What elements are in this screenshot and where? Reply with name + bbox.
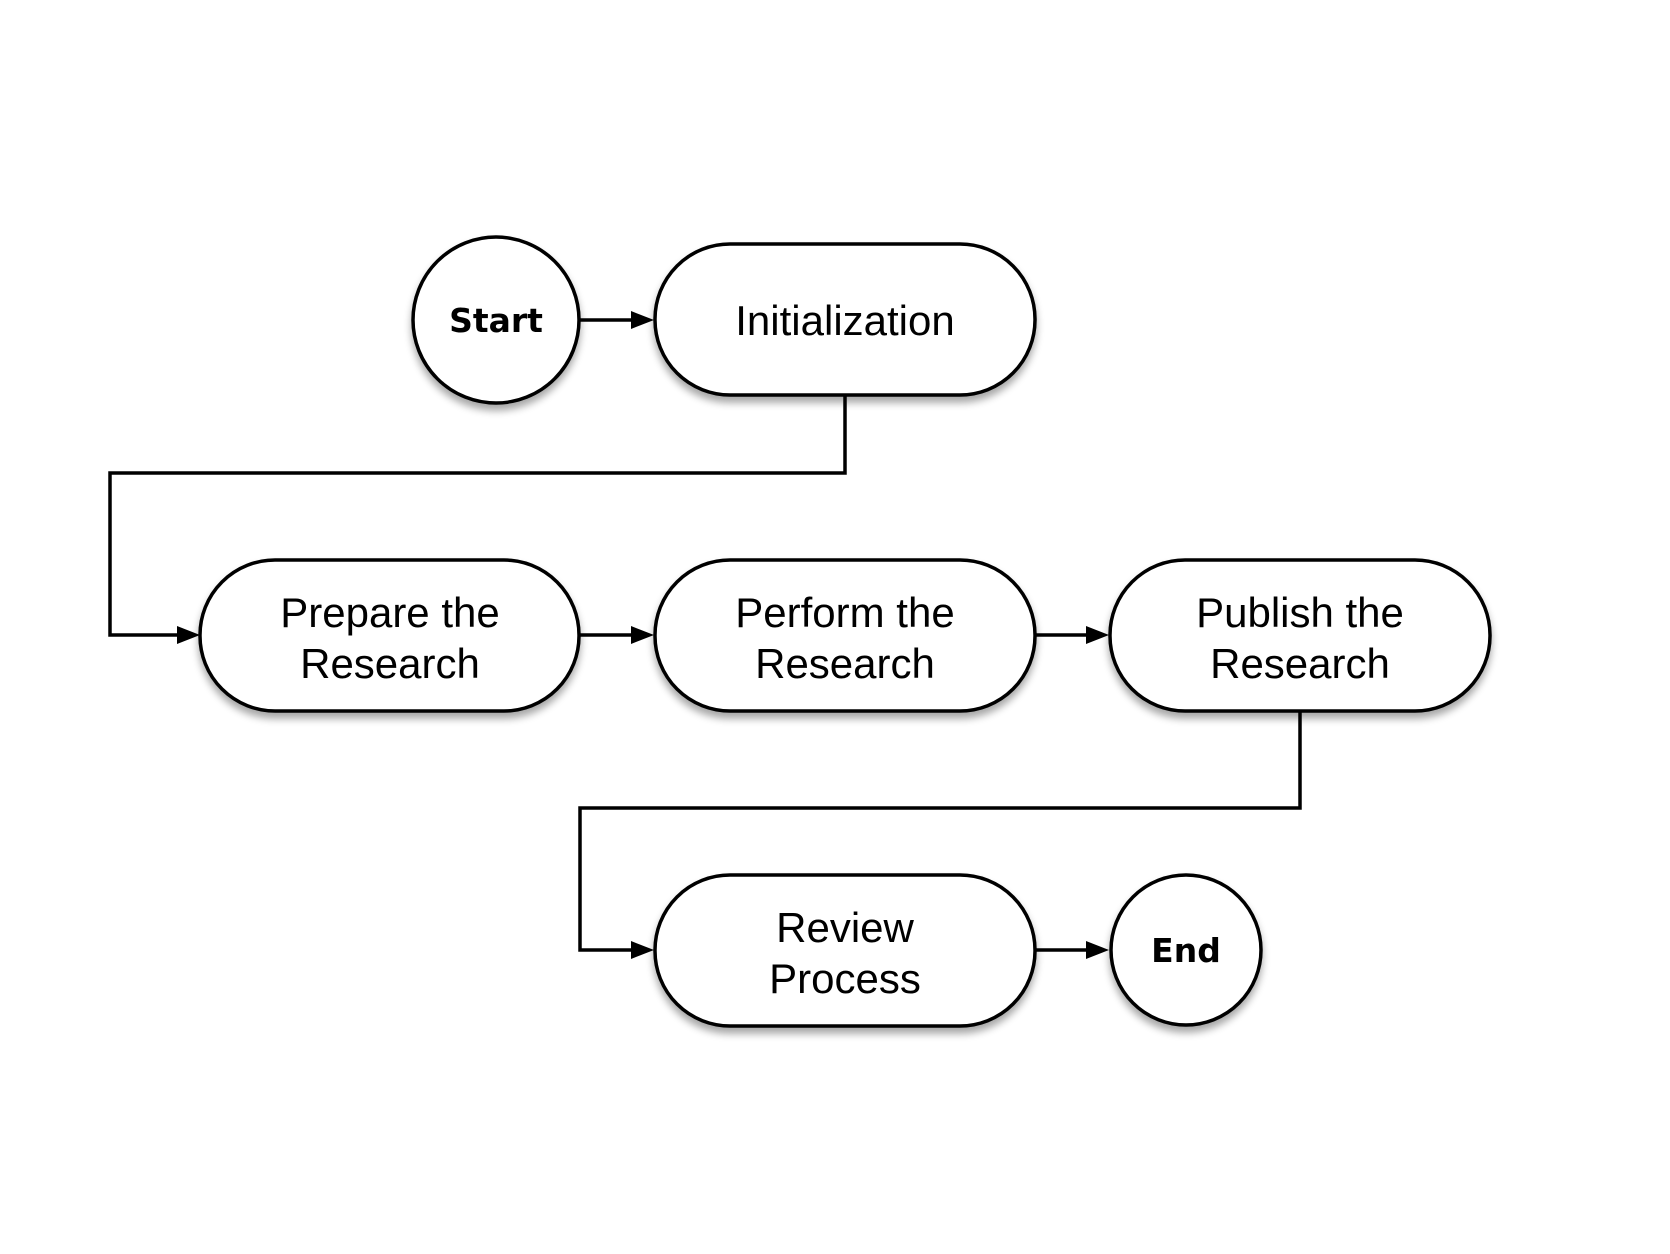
node-publish-label-line2: Research	[1210, 640, 1390, 687]
node-start-label: Start	[449, 301, 543, 340]
edge-publish-to-review	[578, 710, 1302, 959]
edge-initialization-to-prepare	[108, 395, 847, 644]
edge-review-to-end	[1034, 941, 1109, 959]
node-review-label-line1: Review	[776, 904, 914, 951]
node-review-process: Review Process	[653, 873, 1037, 1028]
edge-prepare-to-perform	[579, 626, 654, 644]
node-prepare-label-line2: Research	[300, 640, 480, 687]
node-end: End	[1109, 873, 1263, 1027]
node-initialization-label: Initialization	[735, 297, 954, 344]
node-prepare-research: Prepare the Research	[198, 558, 581, 713]
node-perform-research: Perform the Research	[653, 558, 1037, 713]
nodes: Start Initialization Prepare the Researc…	[198, 235, 1492, 1028]
node-initialization: Initialization	[653, 242, 1037, 397]
node-review-label-line2: Process	[769, 955, 921, 1002]
node-publish-label-line1: Publish the	[1196, 589, 1404, 636]
node-prepare-label-line1: Prepare the	[280, 589, 499, 636]
node-perform-label-line1: Perform the	[735, 589, 954, 636]
edge-start-to-initialization	[579, 311, 654, 329]
connectors	[108, 311, 1302, 959]
node-end-label: End	[1151, 931, 1221, 970]
node-publish-research: Publish the Research	[1108, 558, 1492, 713]
node-start: Start	[411, 235, 581, 405]
edge-perform-to-publish	[1034, 626, 1109, 644]
node-perform-label-line2: Research	[755, 640, 935, 687]
